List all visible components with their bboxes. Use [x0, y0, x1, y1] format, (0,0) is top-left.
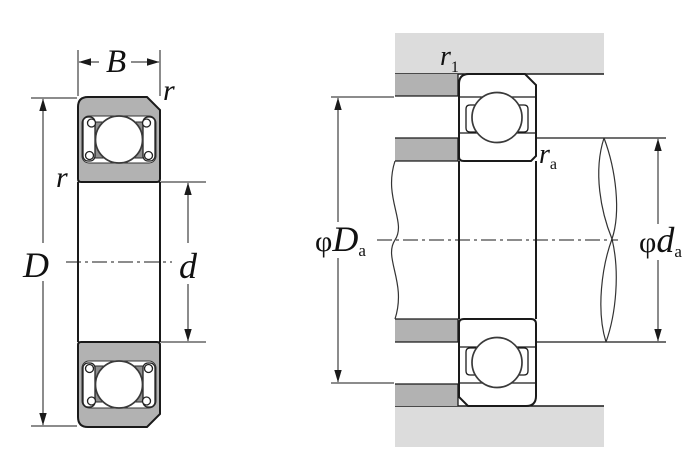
- dimension-d: d: [161, 181, 206, 343]
- dimension-B: B: [77, 44, 161, 96]
- seal-right: [141, 116, 156, 162]
- front-view: B D d r r: [22, 44, 206, 428]
- cage: [517, 104, 529, 133]
- mounted-view: φDa φda r1 ra: [315, 33, 682, 447]
- housing-bottom: [395, 406, 604, 447]
- ball: [471, 91, 523, 144]
- label-r-inner: r: [56, 161, 68, 194]
- ball: [471, 336, 523, 389]
- label-r1: r1: [440, 41, 459, 76]
- dimension-Da: φDa: [315, 96, 394, 384]
- shaft-shoulder-bottom: [395, 318, 459, 343]
- cage: [465, 347, 477, 376]
- cage: [517, 347, 529, 376]
- mounted-bearing-bottom-section: [458, 318, 537, 407]
- ring-section-bottom: [77, 341, 161, 428]
- ball: [94, 115, 144, 164]
- shaft-break-line-left: [390, 160, 400, 320]
- label-ra: ra: [539, 139, 557, 173]
- dimension-da: φda: [639, 138, 682, 342]
- dimension-D: D: [22, 97, 77, 427]
- shaft-shoulder-top: [395, 137, 459, 162]
- label-B: B: [106, 44, 126, 80]
- shaft-break-line-right: [598, 137, 618, 343]
- housing-shoulder-top: [395, 74, 459, 97]
- label-d: d: [179, 246, 198, 286]
- ring-section-top: [77, 96, 161, 183]
- seal-right: [141, 362, 156, 408]
- housing-shoulder-bottom: [395, 383, 459, 406]
- housing-top: [395, 33, 604, 74]
- cage: [465, 104, 477, 133]
- mounted-bearing-top-section: [458, 73, 537, 162]
- label-da: φda: [639, 220, 682, 261]
- ball: [94, 360, 144, 409]
- label-Da: φDa: [315, 219, 366, 260]
- label-r-outer: r: [163, 74, 175, 107]
- seal-left: [82, 362, 97, 408]
- label-D: D: [22, 245, 49, 285]
- seal-left: [82, 116, 97, 162]
